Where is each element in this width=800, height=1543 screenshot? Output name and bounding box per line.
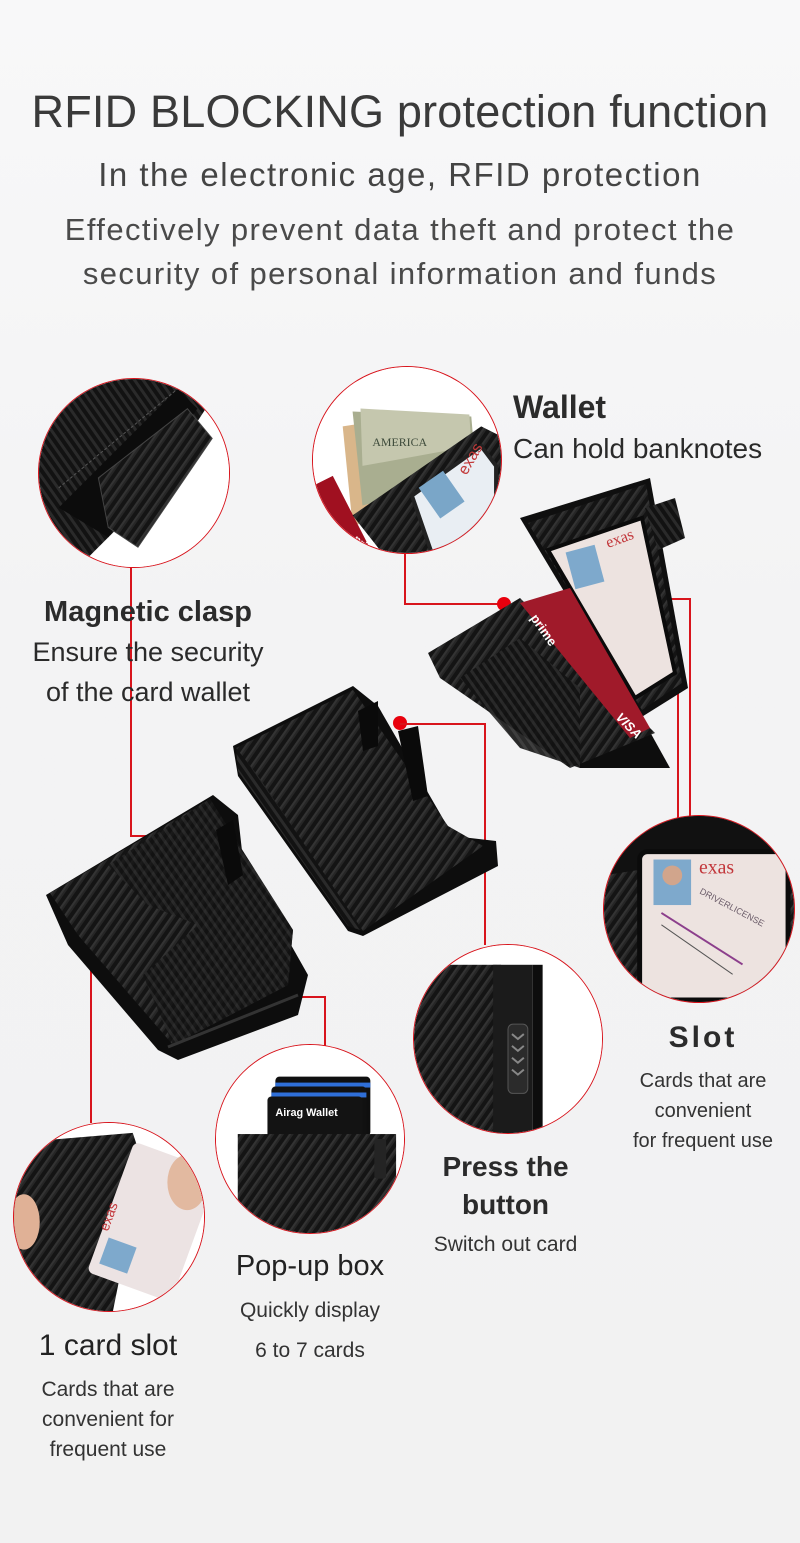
banknotes-illustration: AMERICA exas prime [313, 367, 501, 553]
feature-wallet: Wallet Can hold banknotes [513, 386, 762, 470]
feature-popup-box-body-line-2: 6 to 7 cards [255, 1339, 365, 1362]
feature-magnetic-clasp-body-line-2: of the card wallet [45, 677, 251, 707]
feature-magnetic-clasp-title: Magnetic clasp [44, 596, 252, 628]
feature-card-slot-body-line-3: frequent use [49, 1438, 167, 1461]
connector-wallet-horizontal [404, 603, 504, 605]
feature-slot: Slot Cards that are convenient for frequ… [603, 1016, 800, 1156]
feature-wallet-body: Can hold banknotes [513, 433, 763, 464]
card-slot-detail-image: exas [13, 1122, 205, 1312]
page-subtitle: In the electronic age, RFID protection [98, 156, 702, 193]
feature-slot-title: Slot [668, 1021, 738, 1054]
closed-wallet-image [46, 795, 308, 1060]
middle-wallet-image [233, 686, 498, 936]
feature-press-button-title-line-1: Press the [442, 1151, 569, 1182]
card-slot-illustration: exas [14, 1123, 204, 1311]
page-title: RFID BLOCKING protection function [31, 86, 769, 137]
page-description-line-1: Effectively prevent data theft and prote… [64, 212, 736, 247]
feature-popup-box-title: Pop-up box [235, 1250, 385, 1282]
feature-press-button: Press the button Switch out card [403, 1148, 608, 1260]
feature-press-button-title-line-2: button [461, 1189, 550, 1220]
page-description-line-2: security of personal information and fun… [82, 256, 718, 291]
connector-card-slot-vertical [90, 918, 92, 1123]
connector-popup-vertical [324, 996, 326, 1046]
feature-wallet-title: Wallet [513, 389, 607, 425]
id-window-illustration: exas DRIVERLICENSE [604, 816, 794, 1002]
svg-text:AMERICA: AMERICA [372, 435, 427, 449]
press-button-illustration [414, 945, 602, 1133]
slot-detail-image: exas DRIVERLICENSE [603, 815, 795, 1003]
magnetic-clasp-detail-image [38, 378, 230, 568]
connector-slot-vertical [689, 598, 691, 823]
connector-press-button-horizontal [400, 723, 485, 725]
feature-slot-body-line-3: for frequent use [632, 1130, 774, 1152]
wallet-banknotes-detail-image: AMERICA exas prime [312, 366, 502, 554]
feature-popup-box-body-line-1: Quickly display [239, 1299, 381, 1322]
feature-press-button-body: Switch out card [433, 1233, 578, 1256]
feature-card-slot: 1 card slot Cards that are convenient fo… [0, 1325, 216, 1465]
feature-slot-body-line-1: Cards that are [639, 1070, 767, 1092]
magnetic-clasp-illustration [39, 379, 229, 567]
feature-magnetic-clasp-body-line-1: Ensure the security [32, 637, 264, 667]
svg-text:Airag Wallet: Airag Wallet [275, 1107, 338, 1119]
open-wallet-image: exas prime VISA [428, 478, 688, 768]
connector-red-card-vertical [677, 678, 679, 823]
feature-card-slot-body-line-1: Cards that are [41, 1378, 175, 1401]
svg-text:exas: exas [699, 856, 734, 878]
popup-box-detail-image: Airag Wallet [215, 1044, 405, 1234]
feature-slot-body-line-2: convenient [654, 1100, 752, 1122]
feature-magnetic-clasp: Magnetic clasp Ensure the security of th… [0, 592, 296, 712]
popup-cards-illustration: Airag Wallet [216, 1045, 404, 1233]
feature-popup-box: Pop-up box Quickly display 6 to 7 cards [205, 1245, 415, 1371]
connector-press-button-vertical [484, 723, 486, 945]
feature-card-slot-body-line-2: convenient for [42, 1408, 174, 1431]
connector-magnetic-clasp-vertical [130, 566, 132, 836]
connector-wallet-vertical [404, 552, 406, 604]
press-button-detail-image [413, 944, 603, 1134]
feature-card-slot-title: 1 card slot [38, 1329, 178, 1362]
